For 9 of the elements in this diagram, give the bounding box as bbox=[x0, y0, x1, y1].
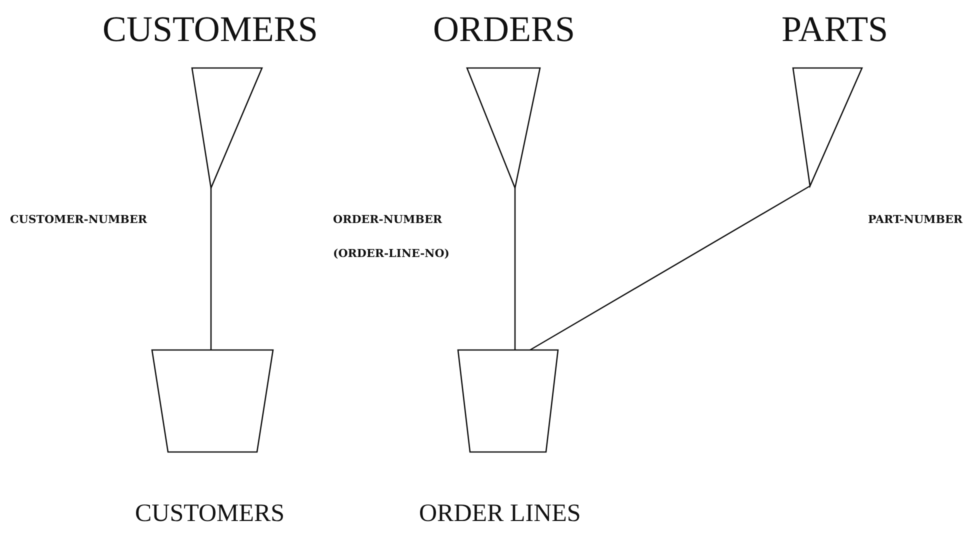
connector-line bbox=[210, 188, 212, 350]
entity-caption: ORDER LINES bbox=[419, 500, 581, 528]
entity-heading: CUSTOMERS bbox=[102, 8, 318, 50]
entity-caption: CUSTOMERS bbox=[135, 500, 285, 528]
entity-heading: PARTS bbox=[782, 8, 888, 50]
connector-line bbox=[514, 188, 516, 350]
entity-heading: ORDERS bbox=[433, 8, 576, 50]
key-label: (ORDER-LINE-NO) bbox=[333, 247, 450, 261]
connector-line bbox=[530, 185, 810, 351]
